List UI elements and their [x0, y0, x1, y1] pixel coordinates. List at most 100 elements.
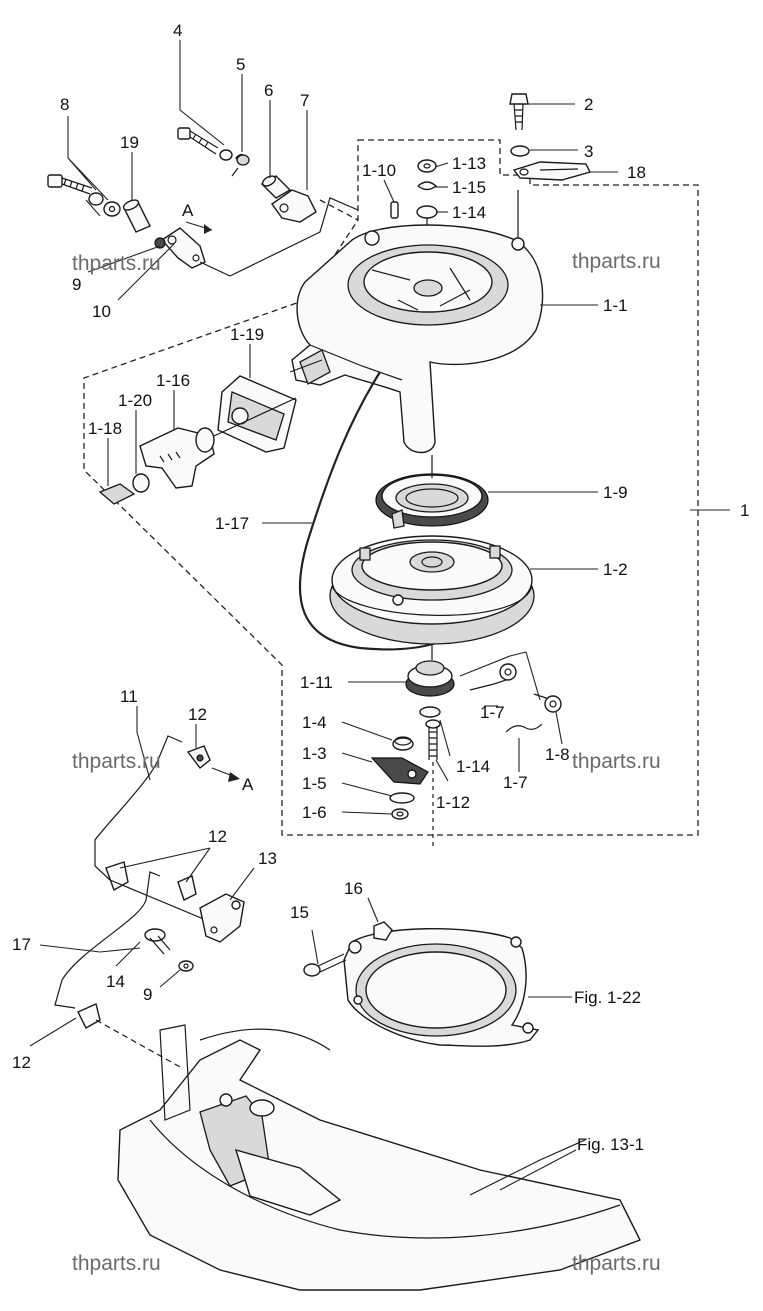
label-7: 7 — [300, 91, 309, 110]
spring-1-7-lower — [505, 723, 543, 733]
label-5: 5 — [236, 55, 245, 74]
watermark-5: thparts.ru — [72, 1252, 161, 1275]
label-1-7-upper: 1-7 — [480, 703, 505, 722]
watermark-4: thparts.ru — [572, 750, 661, 773]
washer-3 — [510, 145, 530, 157]
label-1-2: 1-2 — [603, 560, 628, 579]
label-8: 8 — [60, 95, 69, 114]
handle-1-16 — [139, 427, 215, 489]
clip-12-middle — [105, 861, 197, 901]
arrow-a-lower — [211, 767, 240, 782]
label-a-lower: A — [242, 775, 254, 794]
leader-lines — [29, 40, 730, 1191]
link-rod-11 — [94, 735, 183, 881]
label-9-upper: 9 — [72, 275, 81, 294]
label-1-4: 1-4 — [302, 713, 327, 732]
label-1-18: 1-18 — [88, 419, 122, 438]
label-1-10: 1-10 — [362, 161, 396, 180]
spring-5 — [231, 153, 250, 177]
label-16: 16 — [344, 879, 363, 898]
watermark-2: thparts.ru — [572, 250, 661, 273]
washer-1-14-lower — [419, 706, 441, 718]
pawl-1-3 — [370, 757, 429, 785]
pin-1-10 — [390, 201, 399, 219]
mount-ring — [343, 928, 540, 1047]
starter-rope-1-17 — [298, 371, 471, 651]
watermarks: thparts.ru thparts.ru thparts.ru thparts… — [72, 250, 661, 1275]
callout-labels: 2 3 18 4 5 6 7 8 19 9 10 A 1-10 1-13 1-1… — [12, 21, 749, 1154]
label-fig-13-1: Fig. 13-1 — [577, 1135, 644, 1154]
cam-7 — [271, 189, 317, 223]
label-11: 11 — [120, 687, 138, 706]
label-14: 14 — [106, 972, 125, 991]
spring-washer-1-15 — [417, 181, 438, 191]
drive-plate-1-11 — [405, 644, 455, 697]
link-rod-17 — [54, 871, 161, 1009]
bottom-cowl — [117, 1024, 641, 1291]
label-1-15: 1-15 — [452, 178, 486, 197]
label-6: 6 — [264, 81, 273, 100]
label-1-5: 1-5 — [302, 774, 327, 793]
collar-19 — [122, 199, 151, 233]
label-1-9: 1-9 — [603, 483, 628, 502]
bolt-8 — [47, 174, 121, 217]
label-1-1: 1-1 — [603, 296, 628, 315]
nut-1-13 — [417, 159, 437, 173]
pin-1-18 — [98, 483, 136, 505]
label-1-19: 1-19 — [230, 325, 264, 344]
nut-1-6 — [391, 808, 409, 820]
label-1-11: 1-11 — [300, 673, 333, 692]
label-13: 13 — [258, 849, 277, 868]
collar-6 — [260, 175, 292, 199]
label-9-lower: 9 — [143, 985, 152, 1004]
handle-grip-1-19 — [217, 375, 297, 453]
reel-1-2 — [329, 535, 535, 645]
label-10: 10 — [92, 302, 111, 321]
plate-18 — [512, 161, 592, 181]
label-17: 17 — [12, 935, 31, 954]
washer-1-5 — [389, 792, 415, 804]
bracket-13 — [199, 893, 245, 943]
label-fig-1-22: Fig. 1-22 — [574, 988, 641, 1007]
spring-1-7-upper — [469, 663, 517, 691]
starter-housing-1-1 — [291, 190, 544, 454]
label-1-14-top: 1-14 — [452, 203, 486, 222]
label-1-17: 1-17 — [215, 514, 249, 533]
bushing-1-4 — [392, 736, 414, 751]
label-12-top: 12 — [188, 705, 207, 724]
bolt-15 — [303, 953, 347, 977]
label-a-upper: A — [182, 201, 194, 220]
bolt-14 — [144, 928, 171, 955]
assembly-boundary — [83, 139, 699, 836]
watermark-6: thparts.ru — [572, 1252, 661, 1275]
lever-10 — [154, 227, 206, 269]
label-1-3: 1-3 — [302, 744, 327, 763]
label-12-bottom: 12 — [12, 1053, 31, 1072]
label-12-middle: 12 — [208, 827, 227, 846]
label-1-12: 1-12 — [436, 793, 470, 812]
nut-16 — [373, 921, 393, 941]
label-1: 1 — [740, 501, 749, 520]
label-18: 18 — [627, 163, 646, 182]
label-1-13: 1-13 — [452, 154, 486, 173]
clip-12-bottom — [77, 1003, 101, 1029]
label-1-7-lower: 1-7 — [503, 773, 528, 792]
arrow-a-upper — [185, 221, 213, 234]
label-1-20: 1-20 — [118, 391, 152, 410]
nut-9-lower — [178, 960, 194, 972]
bolt-2 — [509, 93, 529, 131]
ratchet-1-8 — [533, 693, 562, 713]
bolt-1-12 — [425, 719, 441, 850]
ring-1-20 — [132, 473, 150, 493]
label-1-8: 1-8 — [545, 745, 570, 764]
label-3: 3 — [584, 142, 593, 161]
label-1-16: 1-16 — [156, 371, 190, 390]
handle-rope-link — [213, 359, 323, 437]
link-rod-upper — [199, 197, 359, 277]
watermark-1: thparts.ru — [72, 252, 161, 275]
washer-1-14-top — [416, 205, 438, 219]
leader-to-cowl — [95, 1019, 183, 1069]
label-19: 19 — [120, 133, 139, 152]
bolt-4 — [177, 127, 233, 161]
